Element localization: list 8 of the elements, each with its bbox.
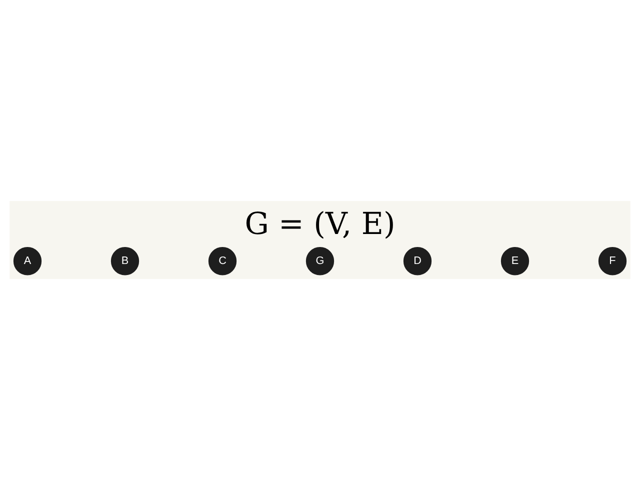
node-circle: A — [13, 247, 42, 276]
node-circle: E — [500, 247, 530, 276]
node-circle: F — [598, 247, 627, 276]
diagram-title: G = (V, E) — [244, 206, 396, 242]
node-circle: B — [110, 247, 140, 276]
node-circle: D — [403, 247, 432, 276]
node-circle: C — [208, 247, 237, 276]
node-circle: G — [306, 247, 334, 276]
